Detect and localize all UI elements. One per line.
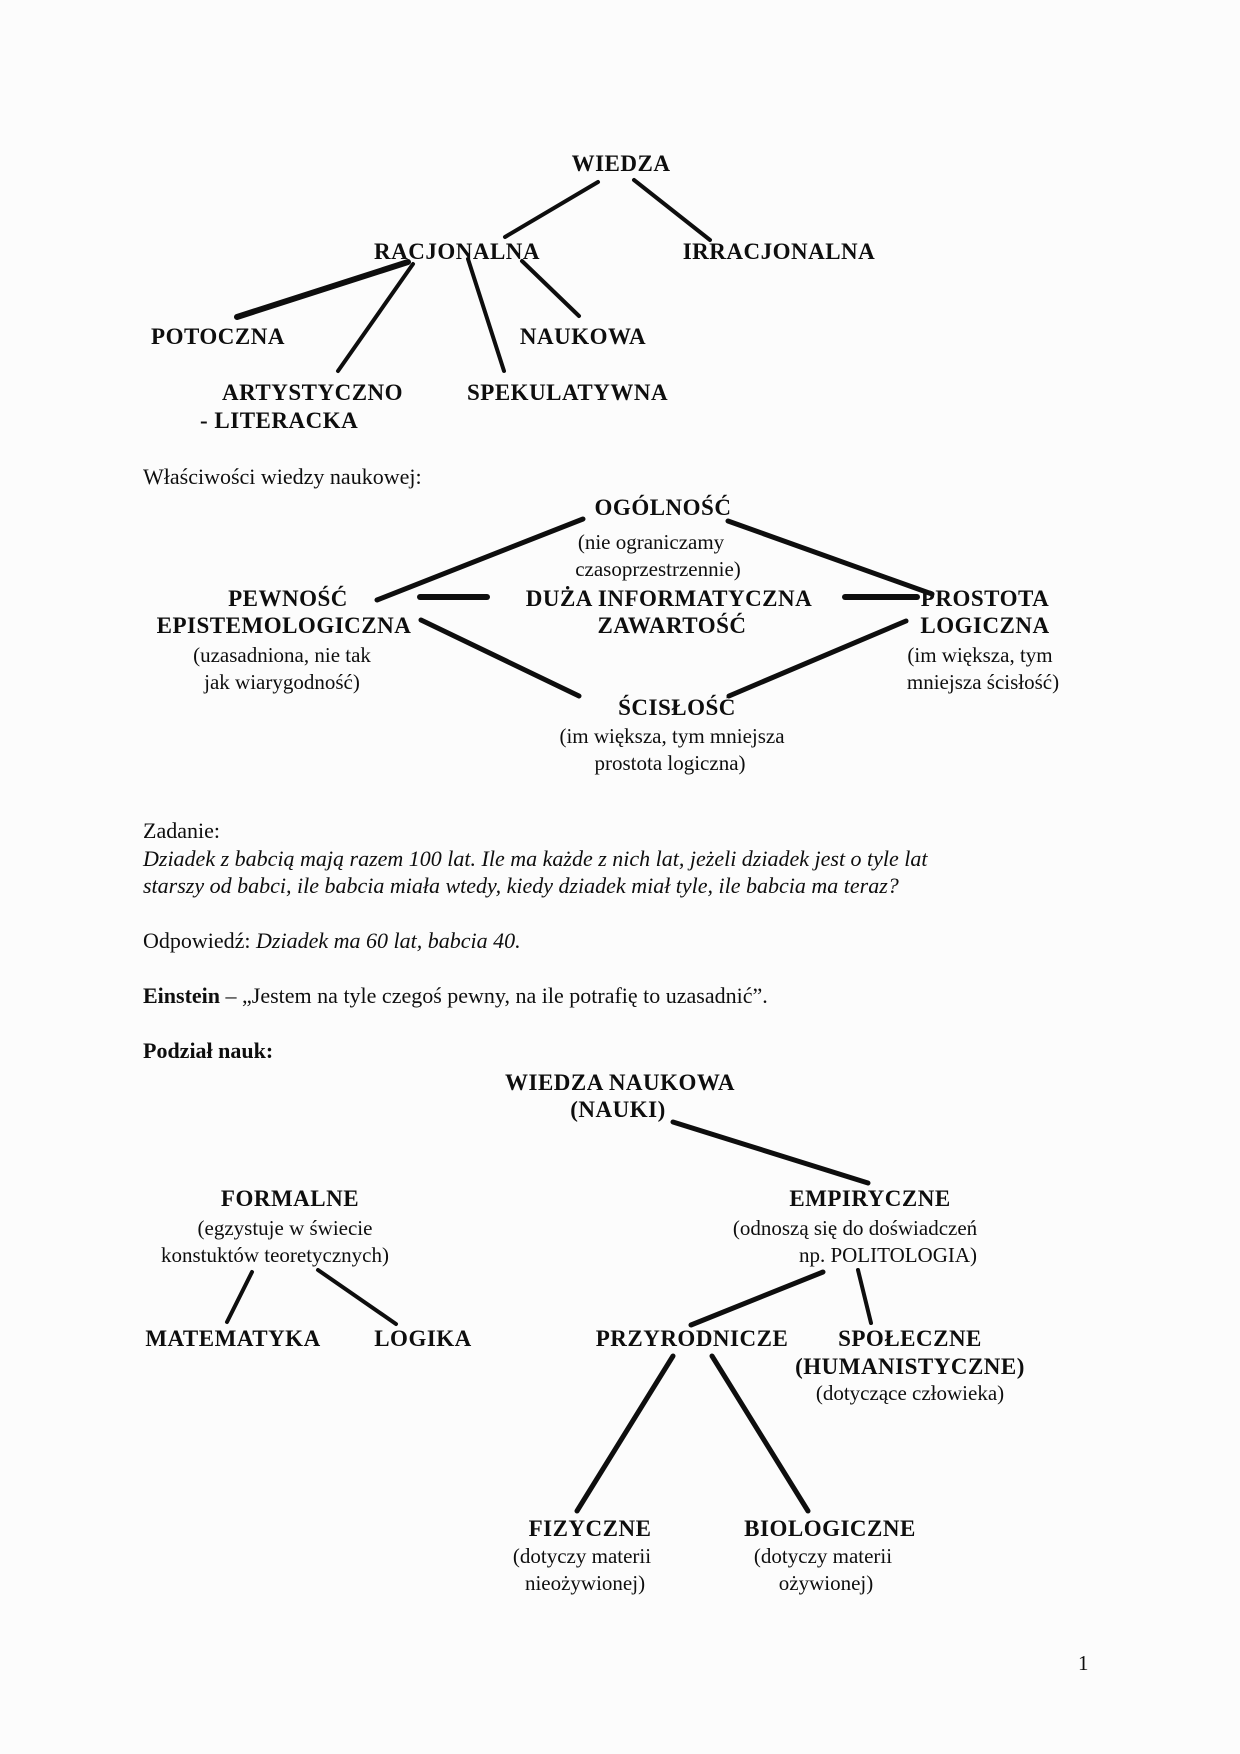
node-ogolnosc-note-line1: (nie ograniczamy xyxy=(577,530,725,554)
node-scislosc: ŚCISŁOŚĆ xyxy=(618,695,736,720)
node-pewnosc-note-line2: jak wiarygodność) xyxy=(204,670,360,694)
node-fizyczne-note-line1: (dotyczy materii xyxy=(512,1544,652,1568)
node-formalne-note-line1: (egzystuje w świecie xyxy=(197,1216,373,1240)
node-biologiczne-note-line1: (dotyczy materii xyxy=(753,1544,893,1568)
node-wiedza-naukowa: WIEDZA NAUKOWA xyxy=(504,1070,736,1095)
connector-line xyxy=(856,1268,873,1325)
node-racjonalna: RACJONALNA xyxy=(374,239,540,264)
node-empiryczne-note-line1: (odnoszą się do doświadczeń xyxy=(732,1216,978,1240)
node-empiryczne: EMPIRYCZNE xyxy=(789,1186,951,1211)
node-scislosc-note-line1: (im większa, tym mniejsza xyxy=(559,724,785,748)
page-number: 1 xyxy=(1078,1651,1089,1675)
connector-line xyxy=(418,617,582,699)
connector-line xyxy=(316,1268,398,1326)
task-heading: Zadanie: xyxy=(143,818,220,843)
connector-line xyxy=(726,618,909,699)
node-biologiczne: BIOLOGICZNE xyxy=(744,1516,916,1541)
node-pewnosc-note-line1: (uzasadniona, nie tak xyxy=(193,643,371,667)
connector-line xyxy=(520,259,581,318)
node-empiryczne-note-line2: np. POLITOLOGIA) xyxy=(798,1243,978,1267)
node-formalne-note-line2: konstuktów teoretycznych) xyxy=(160,1243,390,1267)
task-text-line1: Dziadek z babcią mają razem 100 lat. Ile… xyxy=(143,846,928,871)
node-przyrodnicze: PRZYRODNICZE xyxy=(595,1326,789,1351)
quote-text: – „Jestem na tyle czegoś pewny, na ile p… xyxy=(225,983,768,1008)
node-formalne: FORMALNE xyxy=(220,1186,360,1211)
node-prostota-note-line1: (im większa, tym xyxy=(907,643,1053,667)
node-artystyczno-literacka-line2: - LITERACKA xyxy=(200,408,359,433)
node-wiedza: WIEDZA xyxy=(571,151,671,176)
node-prostota: PROSTOTA xyxy=(920,586,1050,611)
connector-line xyxy=(688,1269,826,1328)
properties-heading: Właściwości wiedzy naukowej: xyxy=(143,464,422,489)
connector-line xyxy=(574,1353,676,1514)
connector-line xyxy=(234,259,411,320)
connector-line xyxy=(225,1270,254,1324)
node-duza-informatyczna-line2: ZAWARTOŚĆ xyxy=(597,613,747,638)
node-spoleczne-line2: (HUMANISTYCZNE) xyxy=(795,1354,1025,1379)
node-ogolnosc: OGÓLNOŚĆ xyxy=(594,495,732,520)
node-spekulatywna: SPEKULATYWNA xyxy=(467,380,669,405)
node-naukowa: NAUKOWA xyxy=(519,324,647,349)
quote-author: Einstein xyxy=(143,983,221,1008)
task-text-line2: starszy od babci, ile babcia miała wtedy… xyxy=(143,873,899,898)
answer-line: Odpowiedź: Dziadek ma 60 lat, babcia 40. xyxy=(143,928,521,953)
node-scislosc-note-line2: prostota logiczna) xyxy=(594,751,746,775)
connector-line xyxy=(632,178,712,242)
node-spoleczne-note: (dotyczące człowieka) xyxy=(815,1381,1005,1405)
node-biologiczne-note-line2: ożywionej) xyxy=(778,1571,874,1595)
node-fizyczne-note-line2: nieożywionej) xyxy=(524,1571,646,1595)
connector-line xyxy=(336,262,415,373)
answer-text: Dziadek ma 60 lat, babcia 40. xyxy=(256,928,521,953)
node-duza-informatyczna: DUŻA INFORMATYCZNA xyxy=(525,586,813,611)
node-irracjonalna: IRRACJONALNA xyxy=(682,239,876,264)
connector-line xyxy=(503,180,600,239)
node-fizyczne: FIZYCZNE xyxy=(528,1516,652,1541)
answer-label: Odpowiedź: xyxy=(143,928,251,953)
node-pewnosc-line2: EPISTEMOLOGICZNA xyxy=(156,613,412,638)
connector-line xyxy=(709,1353,811,1514)
node-ogolnosc-note-line2: czasoprzestrzennie) xyxy=(575,557,741,581)
node-artystyczno-literacka: ARTYSTYCZNO xyxy=(222,380,404,405)
einstein-quote-line: Einstein – „Jestem na tyle czegoś pewny,… xyxy=(143,983,768,1008)
node-prostota-note-line2: mniejsza ścisłość) xyxy=(906,670,1060,694)
connector-line xyxy=(725,518,935,597)
connector-line xyxy=(374,516,586,603)
connector-line xyxy=(670,1119,871,1186)
node-pewnosc: PEWNOŚĆ xyxy=(228,586,348,611)
division-heading: Podział nauk: xyxy=(143,1038,274,1063)
connector-line xyxy=(466,257,506,373)
node-potoczna: POTOCZNA xyxy=(151,324,285,349)
node-logika: LOGIKA xyxy=(374,1326,472,1351)
node-prostota-line2: LOGICZNA xyxy=(920,613,1050,638)
node-spoleczne: SPOŁECZNE xyxy=(838,1326,982,1351)
node-matematyka: MATEMATYKA xyxy=(145,1326,321,1351)
node-wiedza-naukowa-line2: (NAUKI) xyxy=(570,1097,666,1122)
